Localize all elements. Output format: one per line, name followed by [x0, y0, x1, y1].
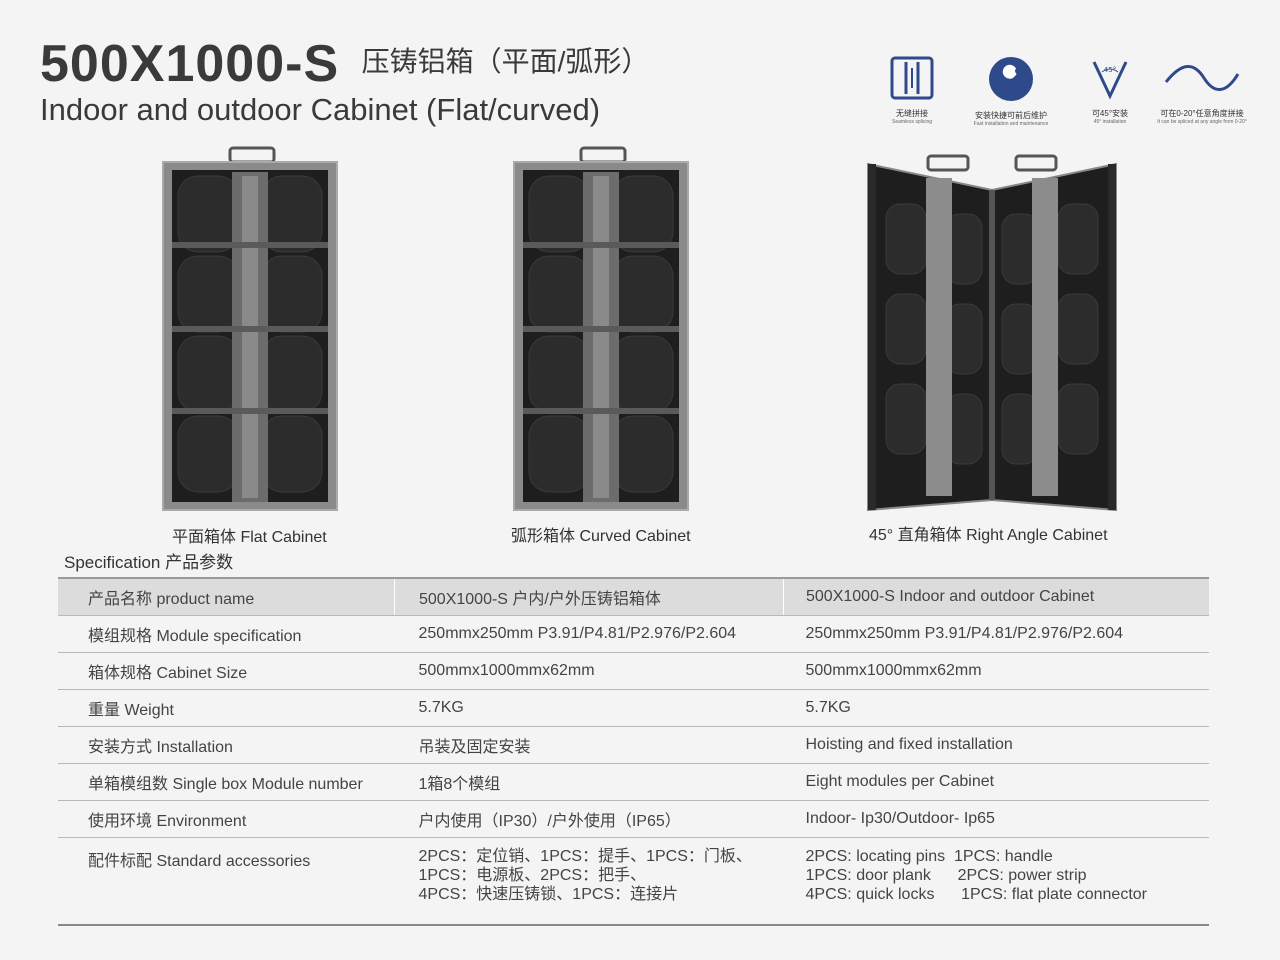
curve-icon [1164, 65, 1240, 91]
svg-text:45°: 45° [1104, 66, 1116, 74]
table-row: 使用环境 Environment 户内使用（IP30）/户外使用（IP65） I… [58, 800, 1209, 838]
table-row: 产品名称 product name 500X1000-S 户内/户外压铸铝箱体 … [58, 577, 1209, 616]
seamless-splicing-icon [890, 56, 934, 100]
table-row: 箱体规格 Cabinet Size 500mmx1000mmx62mm 500m… [58, 652, 1209, 690]
feature-45-installation: 45° 可45°安装 45° installation [1066, 56, 1154, 127]
right-angle-cabinet-caption: 45° 直角箱体 Right Angle Cabinet [869, 527, 1108, 544]
curved-cabinet-image [511, 146, 691, 514]
page-subtitle: Indoor and outdoor Cabinet (Flat/curved) [40, 92, 601, 127]
angle-45-icon: 45° [1092, 61, 1128, 100]
table-row: 单箱模组数 Single box Module number 1箱8个模组 Ei… [58, 763, 1209, 801]
page-header: 500X1000-S 压铸铝箱（平面/弧形） Indoor and outdoo… [40, 38, 649, 128]
feature-curved-splicing: 可在0-20°任意角度拼接 It can be spliced at any a… [1154, 56, 1250, 127]
feature-maintenance: 安装快捷可前后维护 Fast installation and maintena… [956, 56, 1066, 127]
spec-title: Specification 产品参数 [64, 553, 234, 572]
feature-seamless: 无缝拼接 Seamless splicing [868, 56, 956, 127]
table-row: 模组规格 Module specification 250mmx250mm P3… [58, 615, 1209, 653]
right-angle-cabinet-image [866, 154, 1118, 514]
spec-table: 产品名称 product name 500X1000-S 户内/户外压铸铝箱体 … [58, 577, 1209, 926]
flat-cabinet-image [160, 146, 340, 514]
table-row: 配件标配 Standard accessories 2PCS：定位销、1PCS：… [58, 837, 1209, 926]
table-row: 重量 Weight 5.7KG 5.7KG [58, 689, 1209, 727]
wrench-icon [989, 57, 1033, 101]
table-row: 安装方式 Installation 吊装及固定安装 Hoisting and f… [58, 726, 1209, 764]
flat-cabinet-caption: 平面箱体 Flat Cabinet [172, 529, 327, 546]
feature-icons: 无缝拼接 Seamless splicing 安装快捷可前后维护 Fast in… [868, 56, 1250, 127]
curved-cabinet-caption: 弧形箱体 Curved Cabinet [511, 528, 691, 545]
model-title-cn: 压铸铝箱（平面/弧形） [361, 46, 650, 77]
model-number: 500X1000-S [40, 35, 340, 93]
